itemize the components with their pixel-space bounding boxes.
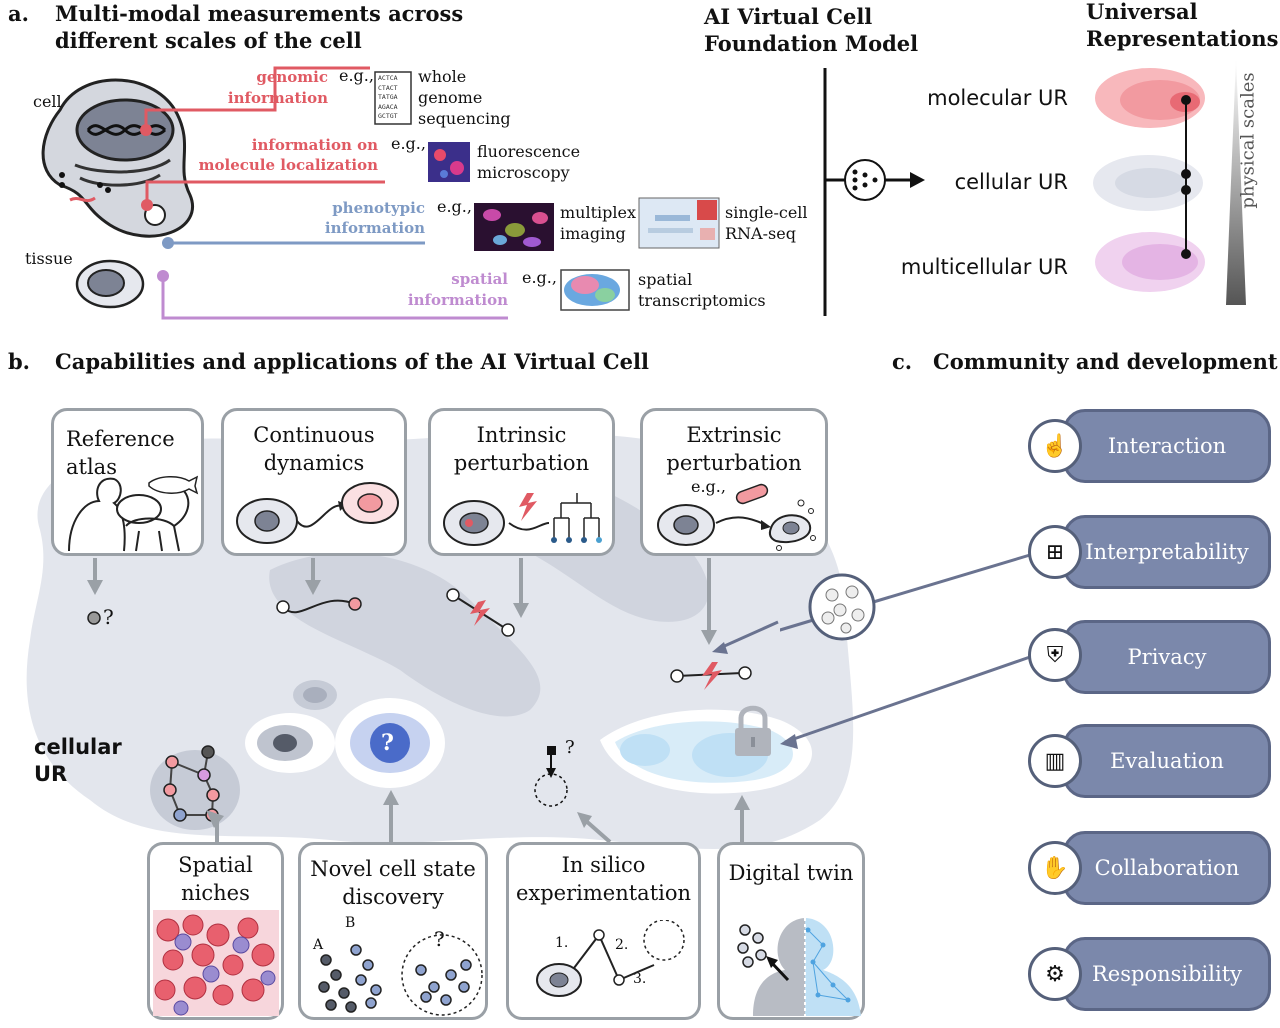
panel-c-letter: c. <box>892 349 913 374</box>
phenotypic-eg: e.g., <box>437 197 472 216</box>
spatial-label-2: information <box>407 291 508 309</box>
panel-b-overlay <box>87 558 771 844</box>
privacy-pill[interactable]: Privacy <box>1063 620 1271 694</box>
responsibility-pill[interactable]: Responsibility <box>1063 937 1271 1011</box>
panel-b-title: Capabilities and applications of the AI … <box>55 349 649 374</box>
interaction-pill[interactable]: Interaction <box>1063 409 1271 483</box>
interpretability-arrow <box>712 620 779 654</box>
dynamics-illustration <box>236 482 399 544</box>
hierarchy-icon: ⊞ <box>1028 525 1082 579</box>
genomic-label-1: genomic <box>256 68 328 86</box>
neural-network-icon <box>844 159 886 201</box>
fluorescence-thumbnail <box>428 142 470 182</box>
in-silico-question-mark: ? <box>565 737 575 758</box>
cellular-ur-label: cellular UR <box>954 170 1068 194</box>
phenotypic-example-1b: imaging <box>560 224 626 243</box>
evaluation-pill[interactable]: Evaluation <box>1063 724 1271 798</box>
genomic-example-1: whole <box>418 67 467 86</box>
cluster-a-label: A <box>313 937 324 953</box>
genomic-example-3: sequencing <box>418 109 511 128</box>
step-1-label: 1. <box>555 935 569 951</box>
genomic-example-2: genome <box>418 88 483 107</box>
extrinsic-illustration <box>657 483 816 551</box>
digital-twin-title: Digital twin <box>728 861 854 885</box>
genomic-label-2: information <box>227 89 328 107</box>
card-digital-twin[interactable]: Digital twin <box>717 842 865 1020</box>
intrinsic-illustration <box>443 493 602 546</box>
tissue-niche-illustration <box>153 910 279 1016</box>
cluster-illustration <box>318 934 483 1016</box>
spatial-example-1: spatial <box>638 270 693 289</box>
handshake-icon: ✋ <box>1028 841 1082 895</box>
localization-example-1: fluorescence <box>477 142 581 161</box>
cluster-b-label: B <box>345 915 356 931</box>
organisms-illustration <box>68 475 199 552</box>
gear-hand-icon: ⚙ <box>1028 947 1082 1001</box>
genomic-eg: e.g., <box>339 66 374 85</box>
panel-a-title-line1: Multi-modal measurements across <box>55 1 464 26</box>
ur-title-2: Representations <box>1086 26 1279 51</box>
phenotypic-label-2: information <box>324 219 425 237</box>
unknown-cluster-label: ? <box>434 927 445 951</box>
tissue-label: tissue <box>25 249 73 268</box>
phenotypic-example-2b: RNA-seq <box>725 224 796 243</box>
localization-eg: e.g., <box>391 134 426 153</box>
digital-twin-illustration <box>737 918 861 1016</box>
step-2-label: 2. <box>615 937 629 953</box>
novel-state-question-mark: ? <box>381 730 394 756</box>
localization-label-2: molecule localization <box>198 156 378 174</box>
in-silico-illustration <box>536 920 685 997</box>
cell-label: cell <box>33 92 62 111</box>
panel-b-letter: b. <box>8 349 30 374</box>
touch-icon: ☝ <box>1028 419 1082 473</box>
interpretability-pill[interactable]: Interpretability <box>1063 515 1271 589</box>
model-title-1: AI Virtual Cell <box>704 4 873 29</box>
molecular-ur-label: molecular UR <box>927 86 1068 110</box>
multicellular-ur-label: multicellular UR <box>900 255 1068 279</box>
physical-scales-label: physical scales <box>1237 72 1259 209</box>
panel-a-title-line2: different scales of the cell <box>55 28 362 53</box>
spatial-example-2: transcriptomics <box>638 291 766 310</box>
localization-label-1: information on <box>251 136 378 154</box>
model-title-2: Foundation Model <box>704 31 919 56</box>
physical-scales-gradient <box>1226 58 1246 305</box>
panel-a-graphics <box>41 58 1246 320</box>
panel-c-connectors <box>780 553 1031 749</box>
collaboration-pill[interactable]: Collaboration <box>1063 831 1271 905</box>
spatial-eg: e.g., <box>522 268 557 287</box>
phenotypic-example-1a: multiplex <box>560 203 636 222</box>
extrinsic-eg: e.g., <box>691 477 726 496</box>
phenotypic-label-1: phenotypic <box>332 199 425 217</box>
panel-c-title: Community and development <box>933 349 1278 374</box>
shield-lock-icon: ⛨ <box>1028 628 1082 682</box>
localization-example-2: microscopy <box>477 163 570 182</box>
ur-title-1: Universal <box>1086 0 1198 24</box>
phenotypic-example-2a: single-cell <box>725 203 808 222</box>
step-3-label: 3. <box>633 971 647 987</box>
panel-a-letter: a. <box>8 1 29 26</box>
spatial-label-1: spatial <box>451 270 508 288</box>
atlas-question-mark: ? <box>103 605 114 629</box>
bar-chart-icon: ▥ <box>1028 734 1082 788</box>
